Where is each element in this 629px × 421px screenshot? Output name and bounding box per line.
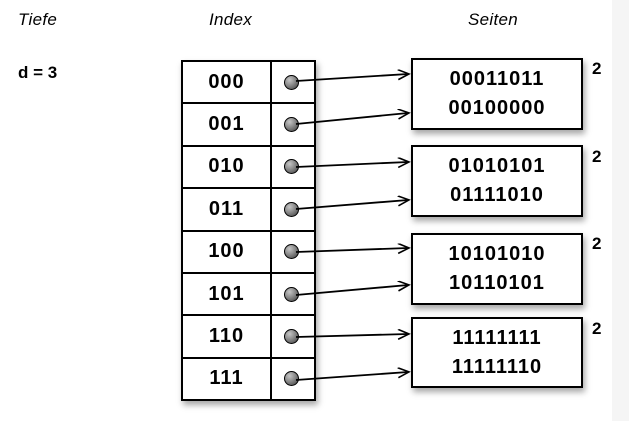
pointer-dot-icon xyxy=(284,328,299,344)
index-row-000: 000 xyxy=(183,62,314,105)
page-entry: 00100000 xyxy=(448,97,546,119)
index-column-label: Index xyxy=(209,10,253,29)
index-row-111: 111 xyxy=(183,358,314,399)
index-key: 111 xyxy=(183,358,272,399)
page-entry: 11111111 xyxy=(452,327,542,349)
index-row-001: 001 xyxy=(183,104,314,147)
index-key: 010 xyxy=(183,146,272,188)
pointer-dot-icon xyxy=(284,244,299,260)
index-key: 001 xyxy=(183,104,272,145)
index-key: 011 xyxy=(183,189,272,230)
pointer-dot-icon xyxy=(284,159,299,175)
page-entry: 00011011 xyxy=(449,68,545,90)
page-entry: 10101010 xyxy=(448,243,546,265)
page-entry: 10110101 xyxy=(449,272,545,294)
page-box-2: 10101010 10110101 xyxy=(411,233,583,305)
index-row-011: 011 xyxy=(183,189,314,232)
pointer-dot-icon xyxy=(284,286,299,302)
local-depth-badge: 2 xyxy=(592,147,602,166)
index-key: 100 xyxy=(183,231,272,272)
global-depth-value: d = 3 xyxy=(18,63,58,82)
index-key: 110 xyxy=(183,316,272,357)
index-row-100: 100 xyxy=(183,231,314,274)
page-entry: 11111110 xyxy=(451,356,543,378)
index-table: 000 001 010 011 100 101 110 111 xyxy=(181,60,316,401)
page-edge-strip xyxy=(612,0,629,421)
pointer-dot-icon xyxy=(284,117,299,133)
depth-column-label: Tiefe xyxy=(18,10,58,29)
pointer-dot-icon xyxy=(284,201,299,217)
pointer-dot-icon xyxy=(284,371,299,387)
page-entry: 01010101 xyxy=(448,155,546,177)
index-key: 101 xyxy=(183,273,272,315)
page-entry: 01111010 xyxy=(450,184,544,206)
page-box-0: 00011011 00100000 xyxy=(411,58,583,130)
local-depth-badge: 2 xyxy=(592,234,602,253)
index-row-010: 010 xyxy=(183,146,314,190)
page-box-1: 01010101 01111010 xyxy=(411,145,583,217)
pages-column-label: Seiten xyxy=(468,10,519,29)
index-row-101: 101 xyxy=(183,273,314,317)
local-depth-badge: 2 xyxy=(592,319,602,338)
pointer-dot-icon xyxy=(284,74,299,90)
index-row-110: 110 xyxy=(183,316,314,359)
local-depth-badge: 2 xyxy=(592,59,602,78)
index-key: 000 xyxy=(183,62,272,103)
page-box-3: 11111111 11111110 xyxy=(411,317,583,388)
